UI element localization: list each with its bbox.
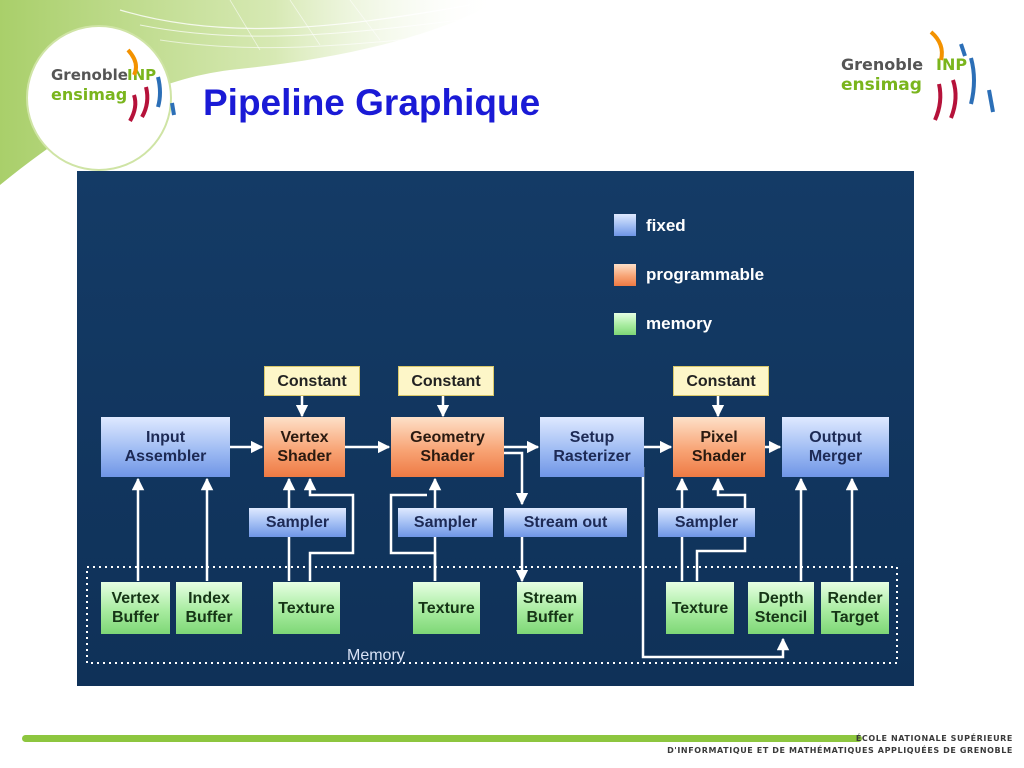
legend-programmable-swatch — [614, 264, 636, 286]
memory-texture-pixel: Texture — [666, 582, 734, 634]
constant-pixel: Constant — [673, 366, 769, 396]
stage-geometry-shader: Geometry Shader — [391, 417, 504, 477]
legend-memory-label: memory — [646, 314, 713, 333]
constant-geometry: Constant — [398, 366, 494, 396]
stage-pixel-shader: Pixel Shader — [673, 417, 765, 477]
logo-arcs-icon-right — [929, 30, 995, 121]
slide-title: Pipeline Graphique — [203, 82, 541, 123]
footer-bar — [22, 735, 862, 742]
stage-vertex-shader: Vertex Shader — [264, 417, 345, 477]
sampler-pixel: Sampler — [658, 508, 755, 537]
legend-programmable-label: programmable — [646, 265, 765, 284]
legend-memory-swatch — [614, 313, 636, 335]
legend-fixed-label: fixed — [646, 216, 686, 235]
memory-render-target: Render Target — [821, 582, 889, 634]
memory-region-label: Memory — [347, 647, 405, 664]
memory-texture-geometry: Texture — [413, 582, 480, 634]
sampler-geometry: Sampler — [398, 508, 493, 537]
stage-input-assembler: Input Assembler — [101, 417, 230, 477]
sampler-vertex: Sampler — [249, 508, 346, 537]
memory-stream-buffer: Stream Buffer — [517, 582, 583, 634]
memory-index-buffer: Index Buffer — [176, 582, 242, 634]
pipeline-diagram: fixed programmable memory Constant Const… — [77, 171, 914, 686]
memory-texture-vertex: Texture — [273, 582, 340, 634]
stage-setup-rasterizer: Setup Rasterizer — [540, 417, 644, 477]
logo-ensimag-text-left: ensimag — [51, 85, 128, 104]
footer-school-line2: D'INFORMATIQUE ET DE MATHÉMATIQUES APPLI… — [667, 746, 1013, 755]
stage-output-merger: Output Merger — [782, 417, 889, 477]
logo-grenoble-text-right: Grenoble — [841, 55, 924, 74]
logo-arcs-icon-left — [126, 48, 176, 122]
footer-school-line1: ÉCOLE NATIONALE SUPÉRIEURE — [855, 734, 1013, 743]
stream-out: Stream out — [504, 508, 627, 537]
legend-fixed-swatch — [614, 214, 636, 236]
logo-ensimag-text-right: ensimag — [841, 75, 922, 95]
logo-inp-text-right: INP — [936, 55, 968, 74]
memory-depth-stencil: Depth Stencil — [748, 582, 814, 634]
memory-vertex-buffer: Vertex Buffer — [101, 582, 170, 634]
logo-grenoble-text-left: Grenoble — [51, 66, 128, 84]
constant-vertex: Constant — [264, 366, 360, 396]
